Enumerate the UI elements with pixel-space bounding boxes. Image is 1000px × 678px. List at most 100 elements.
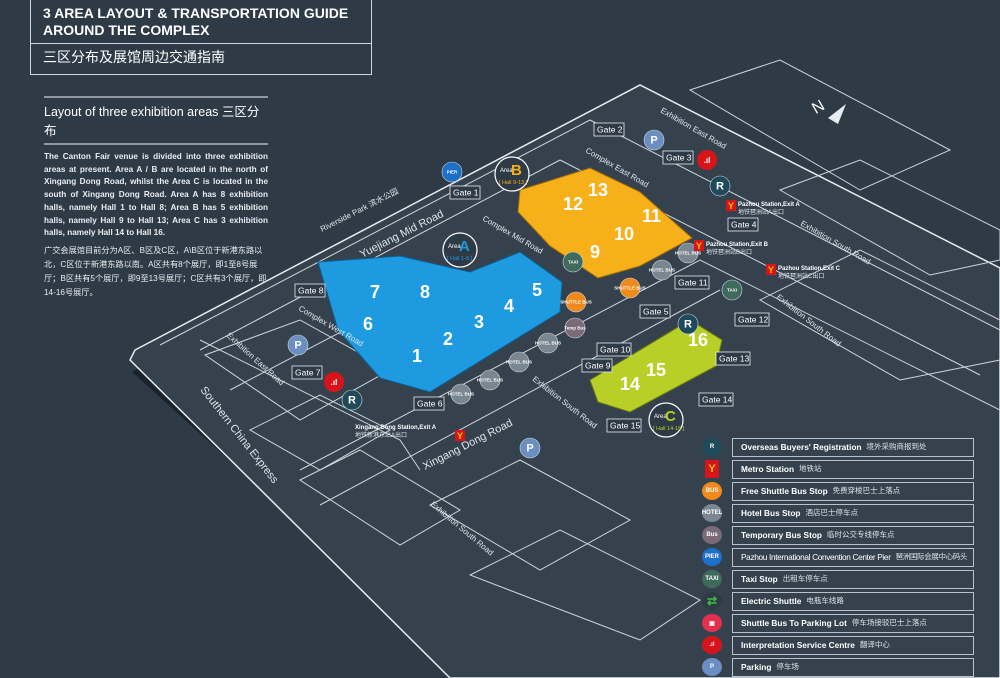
icon-shape — [721, 279, 743, 301]
shuttle-icon[interactable]: SHUTTLE BUS — [560, 291, 592, 313]
gate-box — [449, 185, 481, 200]
gate-10-label[interactable]: Gate 10 — [596, 342, 632, 357]
gate-text: Gate 13 — [719, 354, 750, 364]
gate-8-label[interactable]: Gate 8 — [294, 283, 326, 298]
parking-icon[interactable]: P — [643, 129, 665, 151]
gate-box — [606, 418, 642, 433]
gate-11-label[interactable]: Gate 11 — [674, 275, 710, 290]
layout-description-en: The Canton Fair venue is divided into th… — [44, 152, 268, 238]
gate-4-label[interactable]: Gate 4 — [727, 217, 759, 232]
legend-label: Shuttle Bus To Parking Lot — [741, 618, 847, 628]
area-b-halls[interactable] — [517, 167, 693, 279]
shuttle-icon[interactable]: SHUTTLE BUS — [614, 277, 646, 299]
temp-bus-icon[interactable]: Temp Bus — [564, 317, 586, 339]
legend-label: Parking — [741, 662, 772, 672]
hall-number-9[interactable]: 9 — [590, 242, 600, 262]
hotel-bus-icon[interactable]: HOTEL BUS — [649, 259, 675, 281]
gate-9-label[interactable]: Gate 9 — [581, 358, 613, 373]
legend-label-zh: 临时公交专线停车点 — [826, 530, 895, 539]
icon-label: R — [684, 319, 692, 331]
icon-shape — [441, 161, 463, 183]
divider — [44, 143, 268, 145]
hall-number-15[interactable]: 15 — [646, 360, 666, 380]
gate-3-label[interactable]: Gate 3 — [662, 150, 694, 165]
icon-label: HOTEL BUS — [675, 251, 701, 256]
legend-label-zh: 地铁站 — [799, 464, 822, 473]
registration-icon[interactable]: R — [677, 313, 699, 335]
gate-7-label[interactable]: Gate 7 — [291, 365, 323, 380]
area-name: C — [665, 408, 676, 425]
hotel-bus-icon[interactable]: HOTEL BUS — [448, 383, 474, 405]
station-name-zh: 地铁琶洲站B出口 — [706, 248, 752, 256]
registration-icon[interactable]: R — [341, 389, 363, 411]
icon-label: Temp Bus — [564, 326, 586, 331]
hall-number-10[interactable]: 10 — [614, 224, 634, 244]
gate-box — [698, 392, 734, 407]
icon-shape — [697, 150, 717, 170]
legend-item: PIER Pazhou International Convention Cen… — [702, 546, 974, 568]
registration-icon[interactable]: R — [709, 175, 731, 197]
gate-text: Gate 3 — [666, 153, 692, 163]
page-title: 3 AREA LAYOUT & TRANSPORTATION GUIDE ARO… — [43, 5, 349, 38]
hall-number-7[interactable]: 7 — [370, 282, 380, 302]
gate-text: Gate 6 — [417, 399, 443, 409]
title-box: 3 AREA LAYOUT & TRANSPORTATION GUIDE ARO… — [30, 0, 372, 75]
gate-text: Gate 12 — [738, 315, 769, 325]
legend-label: Electric Shuttle — [741, 596, 802, 606]
taxi-icon[interactable]: TAXI — [721, 279, 743, 301]
interpretation-icon[interactable]: .ıl — [697, 150, 717, 170]
hall-number-14[interactable]: 14 — [620, 374, 640, 394]
hall-number-3[interactable]: 3 — [474, 312, 484, 332]
gate-13-label[interactable]: Gate 13 — [715, 351, 751, 366]
icon-shape — [677, 242, 699, 264]
gate-15-label[interactable]: Gate 15 — [606, 418, 642, 433]
gate-1-label[interactable]: Gate 1 — [449, 185, 481, 200]
hall-number-4[interactable]: 4 — [504, 296, 514, 316]
legend-label-zh: 停车场 — [776, 662, 799, 671]
hotel-bus-icon[interactable]: HOTEL BUS — [675, 242, 701, 264]
gate-5-label[interactable]: Gate 5 — [639, 304, 671, 319]
hotel-bus-icon[interactable]: HOTEL BUS — [477, 369, 503, 391]
hotel-bus-icon[interactable]: HOTEL BUS — [506, 351, 532, 373]
gate-6-label[interactable]: Gate 6 — [413, 396, 445, 411]
hall-number-13[interactable]: 13 — [588, 180, 608, 200]
taxi-icon[interactable]: TAXI — [562, 251, 584, 273]
hall-number-2[interactable]: 2 — [443, 329, 453, 349]
hall-number-12[interactable]: 12 — [563, 194, 583, 214]
hall-number-6[interactable]: 6 — [363, 314, 373, 334]
interpretation-icon[interactable]: .ıl — [324, 372, 344, 392]
area-halls-label: [ Hall 9-13 ] — [499, 180, 528, 186]
hall-number-11[interactable]: 11 — [642, 206, 661, 226]
gate-text: Gate 14 — [702, 395, 733, 405]
area-badge-shape — [648, 402, 684, 438]
hall-number-5[interactable]: 5 — [532, 280, 542, 300]
gate-14-label[interactable]: Gate 14 — [698, 392, 734, 407]
legend-label-zh: 琶洲国际会展中心码头 — [895, 552, 968, 561]
gate-2-label[interactable]: Gate 2 — [593, 122, 625, 137]
hall-number-1[interactable]: 1 — [412, 346, 422, 366]
gate-12-label[interactable]: Gate 12 — [734, 312, 770, 327]
area-halls-label: [ Hall 1-8 ] — [447, 256, 473, 262]
parking-icon[interactable]: P — [287, 334, 309, 356]
icon-shape — [619, 277, 641, 299]
hotel-bus-icon[interactable]: HOTEL BUS — [535, 332, 561, 354]
hall-number-16[interactable]: 16 — [688, 330, 708, 350]
icon-shape — [287, 334, 309, 356]
area-a-halls[interactable] — [317, 251, 563, 393]
hall-number-8[interactable]: 8 — [420, 282, 430, 302]
icon-label: TAXI — [727, 288, 737, 293]
area-badge-shape — [442, 232, 478, 268]
area-prefix: Area — [500, 168, 513, 174]
parking-icon[interactable]: P — [519, 437, 541, 459]
pier-icon[interactable]: PIER — [441, 161, 463, 183]
